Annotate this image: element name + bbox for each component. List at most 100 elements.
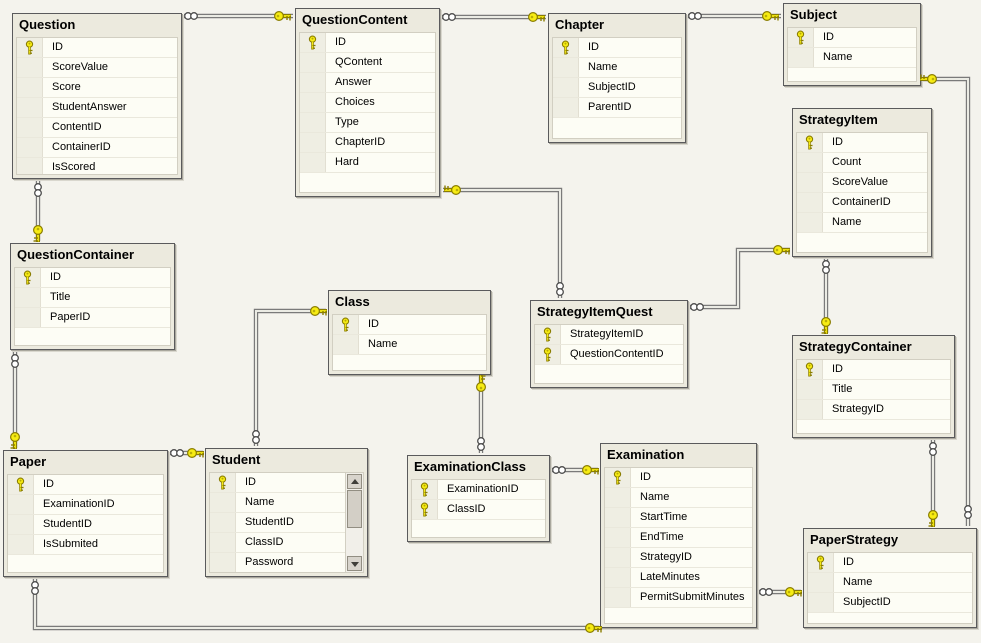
field-row-id[interactable]: ID — [210, 473, 363, 493]
infinity-end-icon — [477, 437, 485, 451]
field-row-lateminutes[interactable]: LateMinutes — [605, 568, 752, 588]
field-name: Answer — [335, 76, 372, 88]
field-row-id[interactable]: ID — [797, 360, 950, 380]
table-title[interactable]: Student — [212, 452, 261, 467]
table-title[interactable]: Class — [335, 294, 370, 309]
field-row-name[interactable]: Name — [210, 493, 363, 513]
field-row-isscored[interactable]: IsScored — [17, 158, 177, 174]
field-row-id[interactable]: ID — [605, 468, 752, 488]
field-row-score[interactable]: Score — [17, 78, 177, 98]
field-row-name[interactable]: Name — [808, 573, 972, 593]
field-row-name[interactable]: Name — [797, 213, 927, 233]
table-title[interactable]: Question — [19, 17, 76, 32]
table-title[interactable]: ExaminationClass — [414, 459, 526, 474]
infinity-end-icon — [556, 282, 564, 296]
field-row-containerid[interactable]: ContainerID — [797, 193, 927, 213]
scrollbar-down-button[interactable] — [347, 556, 362, 571]
field-row-scorevalue[interactable]: ScoreValue — [797, 173, 927, 193]
table-title[interactable]: QuestionContainer — [17, 247, 135, 262]
field-row-id[interactable]: ID — [788, 28, 916, 48]
field-row-id[interactable]: ID — [8, 475, 163, 495]
table-title[interactable]: StrategyContainer — [799, 339, 912, 354]
field-row-studentanswer[interactable]: StudentAnswer — [17, 98, 177, 118]
primary-key-cell — [15, 268, 41, 287]
field-row-strategyitemid[interactable]: StrategyItemID — [535, 325, 683, 345]
field-row-strategyid[interactable]: StrategyID — [605, 548, 752, 568]
field-row-id[interactable]: ID — [15, 268, 170, 288]
field-row-classid[interactable]: ClassID — [210, 533, 363, 553]
field-row-name[interactable]: Name — [605, 488, 752, 508]
field-row-studentid[interactable]: StudentID — [210, 513, 363, 533]
field-row-scorevalue[interactable]: ScoreValue — [17, 58, 177, 78]
field-row-id[interactable]: ID — [300, 33, 435, 53]
field-row-parentid[interactable]: ParentID — [553, 98, 681, 118]
field-row-answer[interactable]: Answer — [300, 73, 435, 93]
table-title[interactable]: Subject — [790, 7, 837, 22]
field-row-id[interactable]: ID — [808, 553, 972, 573]
table-title[interactable]: Paper — [10, 454, 47, 469]
field-row-subjectid[interactable]: SubjectID — [808, 593, 972, 613]
field-row-paperid[interactable]: PaperID — [15, 308, 170, 328]
relationship-line-questioncontent-strategyitemquest[interactable] — [443, 187, 563, 298]
field-row-id[interactable]: ID — [17, 38, 177, 58]
field-row-count[interactable]: Count — [797, 153, 927, 173]
field-row-choices[interactable]: Choices — [300, 93, 435, 113]
field-row-starttime[interactable]: StartTime — [605, 508, 752, 528]
field-row-endtime[interactable]: EndTime — [605, 528, 752, 548]
field-row-hard[interactable]: Hard — [300, 153, 435, 173]
field-row-studentid[interactable]: StudentID — [8, 515, 163, 535]
field-row-qcontent[interactable]: QContent — [300, 53, 435, 73]
primary-key-cell — [808, 553, 834, 572]
relationship-line-class-student[interactable] — [253, 308, 326, 446]
vertical-scrollbar[interactable] — [345, 473, 363, 572]
table-title[interactable]: QuestionContent — [302, 12, 408, 27]
field-row-questioncontentid[interactable]: QuestionContentID — [535, 345, 683, 365]
field-row-id[interactable]: ID — [553, 38, 681, 58]
field-row-name[interactable]: Name — [553, 58, 681, 78]
field-row-examinationid[interactable]: ExaminationID — [412, 480, 545, 500]
field-row-issubmited[interactable]: IsSubmited — [8, 535, 163, 555]
field-row-examinationid[interactable]: ExaminationID — [8, 495, 163, 515]
field-row-permitsubmitminutes[interactable]: PermitSubmitMinutes — [605, 588, 752, 608]
field-row-classid[interactable]: ClassID — [412, 500, 545, 520]
field-name: ID — [52, 41, 63, 53]
field-row-strategyid[interactable]: StrategyID — [797, 400, 950, 420]
field-row-containerid[interactable]: ContainerID — [17, 138, 177, 158]
field-row-name[interactable]: Name — [333, 335, 486, 355]
relationship-line-strategyitemquest-strategyitem[interactable] — [690, 247, 790, 310]
field-row-password[interactable]: Password — [210, 553, 363, 572]
field-row-chapterid[interactable]: ChapterID — [300, 133, 435, 153]
table-title[interactable]: Examination — [607, 447, 685, 462]
field-row-type[interactable]: Type — [300, 113, 435, 133]
field-row-title[interactable]: Title — [15, 288, 170, 308]
field-row-name[interactable]: Name — [788, 48, 916, 68]
table-title[interactable]: Chapter — [555, 17, 605, 32]
field-row-subjectid[interactable]: SubjectID — [553, 78, 681, 98]
relationship-line-paper-examination[interactable] — [32, 579, 599, 631]
table-title[interactable]: PaperStrategy — [810, 532, 899, 547]
field-row-id[interactable]: ID — [333, 315, 486, 335]
field-row-contentid[interactable]: ContentID — [17, 118, 177, 138]
field-row-id[interactable]: ID — [797, 133, 927, 153]
field-row-title[interactable]: Title — [797, 380, 950, 400]
scrollbar-up-button[interactable] — [347, 474, 362, 489]
field-name: ID — [368, 318, 379, 330]
table-title[interactable]: StrategyItem — [799, 112, 878, 127]
scrollbar-thumb[interactable] — [347, 490, 362, 528]
table-title[interactable]: StrategyItemQuest — [537, 304, 653, 319]
